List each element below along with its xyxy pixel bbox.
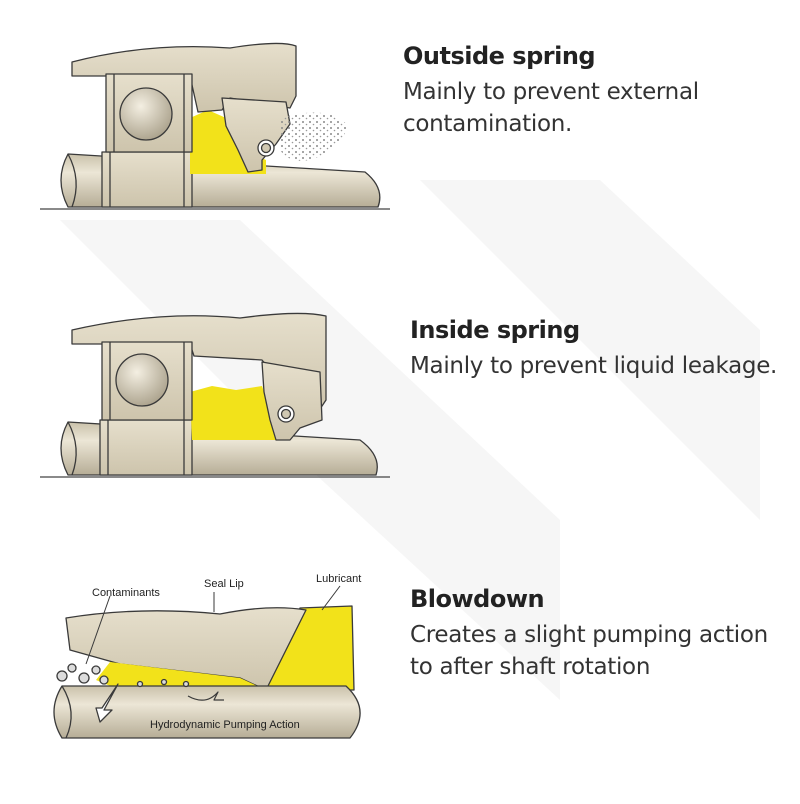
panel-description-line: Mainly to prevent liquid leakage.: [410, 353, 778, 379]
contaminant-particles: [56, 663, 190, 688]
panel-title: Blowdown: [410, 585, 545, 613]
panel-title: Outside spring: [403, 42, 596, 70]
contaminants-label: Contaminants: [92, 587, 160, 599]
blowdown-diagram: [53, 585, 361, 739]
panel-description-line: contamination.: [403, 111, 573, 137]
panel-title: Inside spring: [410, 316, 580, 344]
panel-description-line: to after shaft rotation: [410, 654, 651, 680]
inside-spring-diagram: [40, 312, 390, 478]
seal-lip-label: Seal Lip: [204, 578, 244, 590]
pumping-action-label: Hydrodynamic Pumping Action: [150, 719, 300, 731]
panel-description-line: Mainly to prevent external: [403, 79, 699, 105]
panel-description-line: Creates a slight pumping action: [410, 622, 768, 648]
outside-spring-diagram: [40, 42, 390, 210]
inside-spring-caption: Inside spring Mainly to prevent liquid l…: [410, 316, 777, 382]
lubricant-fill: [190, 386, 276, 440]
lubricant-label: Lubricant: [316, 573, 361, 585]
blowdown-caption: Blowdown Creates a slight pumping action…: [410, 585, 768, 683]
outside-spring-caption: Outside spring Mainly to prevent externa…: [403, 42, 699, 140]
